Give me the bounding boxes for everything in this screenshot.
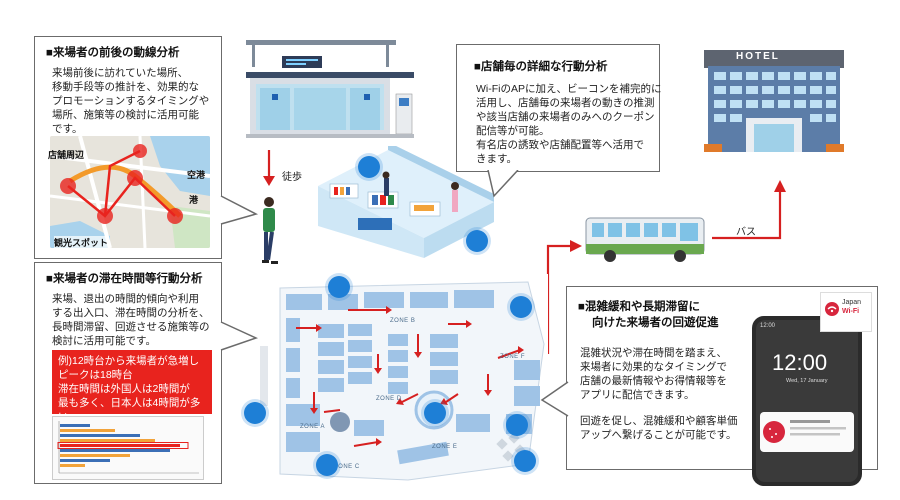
route-arrows-right [546,180,786,354]
mall-floor-map [258,274,548,482]
congestion-title-line2: 向けた来場者の回遊促進 [592,317,719,329]
zone-a-label: ZONE A [300,424,326,430]
store-detail-box [456,44,660,172]
wifi-icon-map-top [328,276,350,298]
phone-screen [756,320,858,482]
pedestrian-figure [256,196,282,266]
map-label-spots: 観光スポット [54,236,109,249]
zone-d-label: ZONE D [376,396,402,402]
movement-analysis-title: ■来場者の前後の動線分析 [46,47,180,59]
zone-c-label: ZONE C [334,464,360,470]
store-detail-text: Wi-FiのAPに加え、ビーコンを補完的に 活用し、店舗毎の来場者の動きの推測 … [476,83,662,165]
congestion-text-1: 混雑状況や滞在時間を踏まえ、 来場者に効果的なタイミングで 店舗の最新情報やお得… [580,347,727,401]
map-label-shops: 店舗周辺 [48,150,85,160]
callout-pointer-left-top [220,195,259,225]
zone-e-label: ZONE E [432,444,458,450]
phone-date: Wed, 17 January [786,378,828,384]
walk-arrow-top [263,150,275,186]
store-detail-title: ■店舗毎の詳細な行動分析 [474,61,608,73]
dwell-time-text: 来場、退出の時間的傾向や利用 する出入口、滞在時間の分析を、 長時間滞留、回遊さ… [52,293,210,347]
movement-analysis-text: 来場前後に訪れていた場所、 移動手段等の推計を、効果的な プロモーションするタイ… [52,67,210,135]
station-illustration [246,34,416,138]
dwell-time-chart-thumbnail [52,416,204,480]
callout-pointer-congestion [540,381,569,417]
congestion-title-line1: ■混雑緩和や長期滞留に [578,301,700,313]
dwell-time-example: 例)12時台から来場者が急増し ピークは18時台 滞在時間は外国人は2時間が 最… [52,350,212,423]
bus-label: バス [736,227,756,238]
walk-label: 徒歩 [282,172,302,183]
wifi-icon-map-bottom-right [514,450,536,472]
japan-wifi-logo: Japan Wi-Fi [820,292,872,332]
wifi-icon-map-entrance [510,296,532,318]
phone-notification [760,412,854,452]
zone-f-label: ZONE F [500,354,525,360]
wifi-icon-store [358,156,380,178]
hotel-sign: HOTEL [736,51,780,62]
wifi-icon-map-right [506,414,528,436]
congestion-text-2: 回遊を促し、混雑緩和や顧客単価 アップへ繋げることが可能です。 [580,415,738,441]
phone-clock: 12:00 [772,350,828,375]
japan-wifi-logo-line1: Japan [842,299,862,306]
hotel-illustration [694,44,854,156]
callout-pointer-left-bottom [220,321,259,351]
wifi-icon-map-center [424,402,446,424]
wifi-icon-map-left [244,402,266,424]
dwell-time-title: ■来場者の滞在時間等行動分析 [46,273,203,285]
wifi-icon-store-exit [466,230,488,252]
wifi-icon-map-bottom [316,454,338,476]
bus-illustration [584,214,706,264]
zone-b-label: ZONE B [390,318,416,324]
phone-status-time: 12:00 [760,323,776,329]
japan-wifi-logo-line2: Wi-Fi [842,308,860,315]
callout-pointer-store [487,170,519,198]
map-label-airport: 空港 [187,170,206,180]
map-label-port: 港 [189,195,199,205]
